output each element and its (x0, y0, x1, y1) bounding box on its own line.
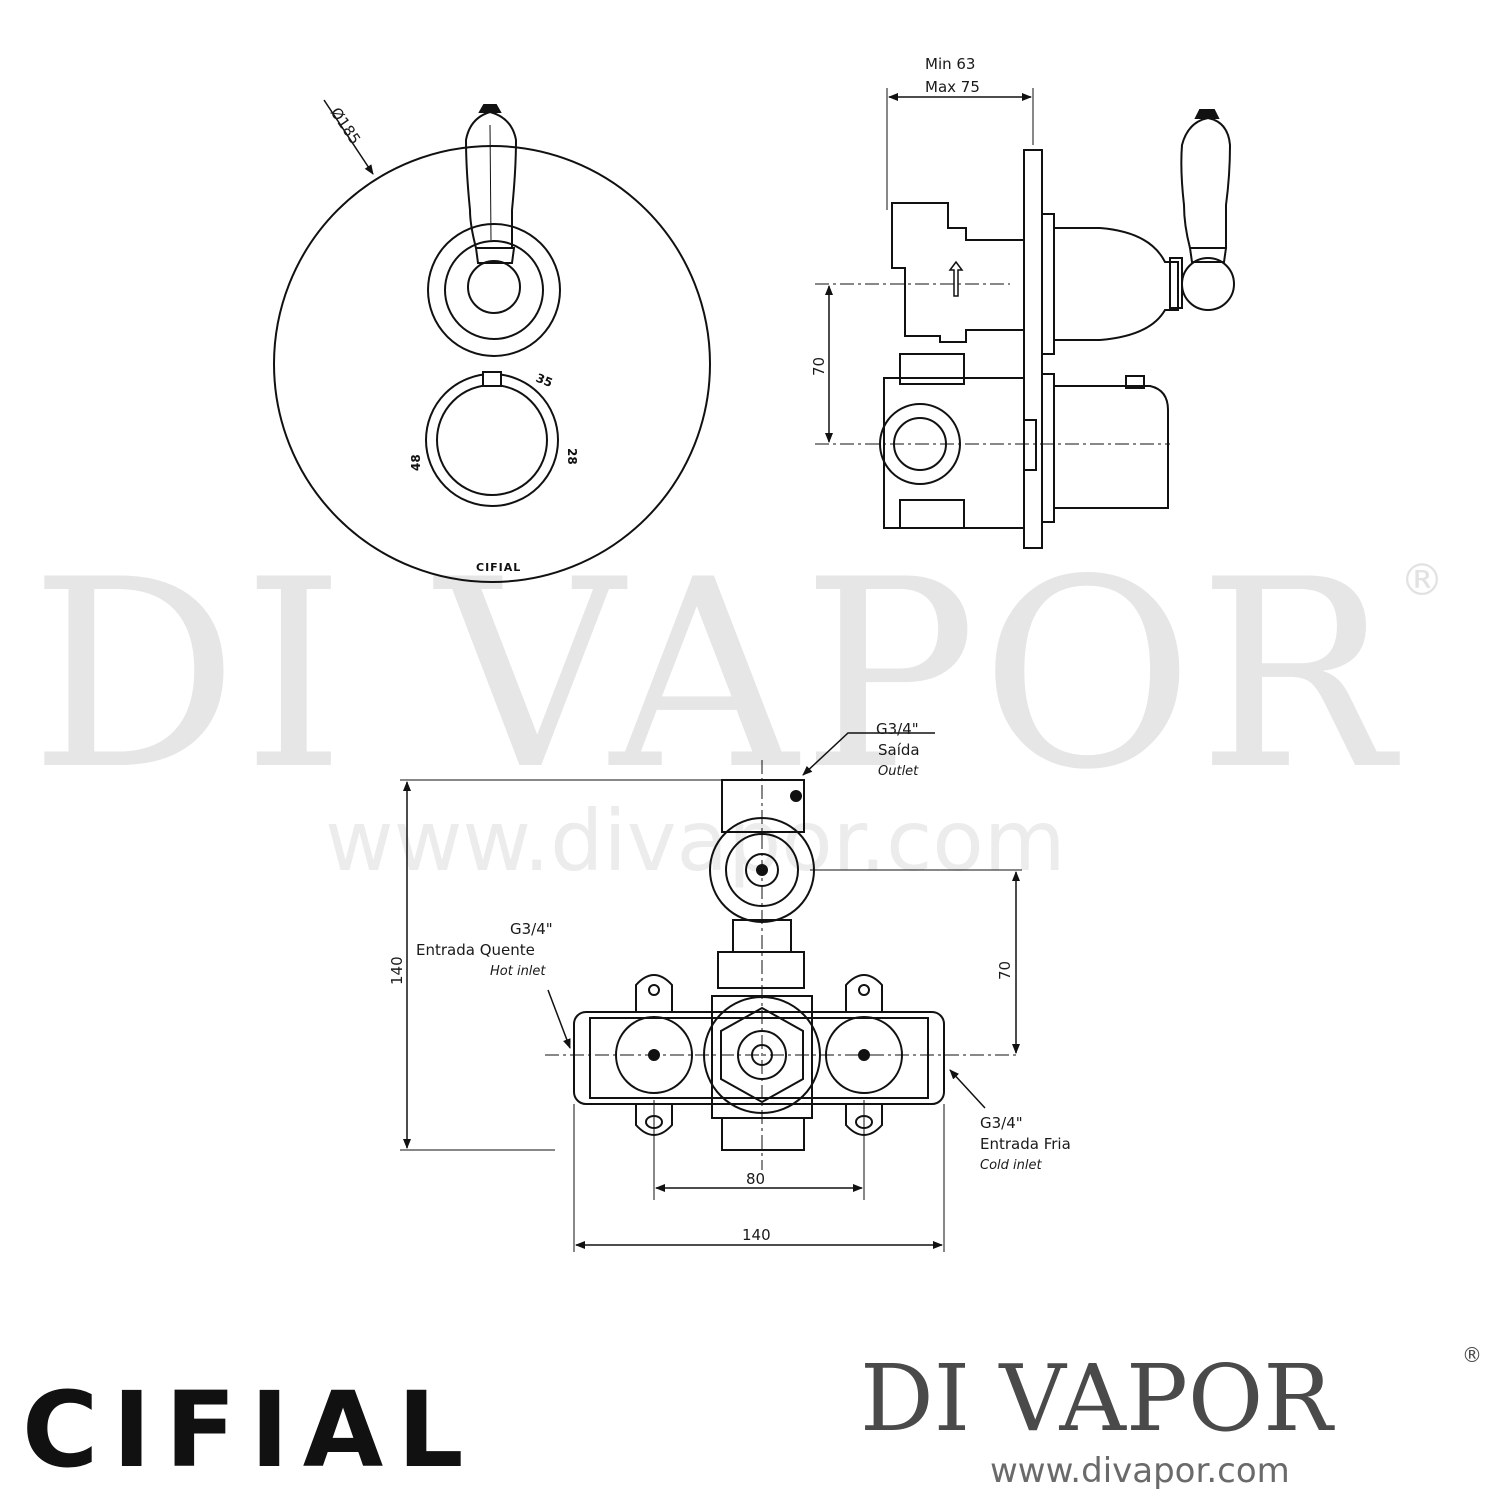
scale-label-35: 35 (534, 371, 555, 390)
cold-inlet-name-en: Cold inlet (980, 1158, 1042, 1173)
outlet-name-en: Outlet (878, 764, 919, 779)
cold-inlet-name-pt: Entrada Fria (980, 1135, 1071, 1153)
thermostat-marker (482, 371, 502, 387)
valve-body-view (400, 732, 1022, 1252)
handle-knob (467, 260, 521, 314)
watermark: DI VAPOR ® www.divapor.com (30, 525, 1444, 890)
side-handle-collar (1188, 247, 1228, 263)
lower-port-outer (879, 403, 961, 485)
side-cover-plate (1023, 149, 1043, 549)
cold-inlet-thread: G3/4" (980, 1114, 1023, 1132)
middle-nut (717, 951, 805, 989)
divapor-registered: ® (1462, 1343, 1482, 1367)
handle-collar (474, 247, 516, 264)
cold-inlet-leader (949, 1069, 986, 1109)
upper-handle-body (1053, 227, 1179, 341)
outlet-leader (802, 732, 935, 776)
mount-lug-top-left (635, 974, 673, 1012)
cifial-logo: CIFIAL (22, 1369, 478, 1491)
mount-lug-top-right (845, 974, 883, 1012)
mount-hole-top-right (858, 984, 870, 996)
width-total-label: 140 (742, 1226, 771, 1244)
outlet-marker (790, 790, 802, 802)
outlet-thread: G3/4" (876, 720, 919, 738)
lower-valve-body (883, 377, 1025, 529)
scale-label-28: 28 (565, 448, 579, 465)
upper-escutcheon (1041, 213, 1055, 355)
depth-max-label: Max 75 (925, 78, 980, 96)
main-body-inner (589, 1017, 929, 1099)
side-handle-knob (1181, 257, 1235, 311)
side-height-label: 70 (810, 357, 828, 376)
outlet-fitting (721, 779, 805, 833)
front-view (273, 99, 711, 583)
lower-port-inner (893, 417, 947, 471)
thermostat-ring-outer (425, 373, 559, 507)
diameter-leader (323, 99, 374, 175)
scale-label-48: 48 (409, 454, 423, 471)
divapor-logo: DI VAPOR (860, 1345, 1335, 1452)
lower-escutcheon (1041, 373, 1055, 523)
thermostat-ring-inner (436, 384, 548, 496)
upper-ring-inner (444, 240, 544, 340)
thermostat-cartridge (1053, 385, 1169, 509)
cover-plate-circle (273, 145, 711, 583)
main-body (573, 1011, 945, 1105)
mount-hole-top-left (648, 984, 660, 996)
watermark-registered: ® (1400, 555, 1444, 606)
side-handle-lever (1180, 116, 1232, 249)
upper-ring-outer (427, 223, 561, 357)
plate-brand-mark: CIFIAL (476, 561, 521, 574)
mixer-hex (720, 1006, 804, 1104)
lower-port-stub (1023, 419, 1037, 471)
handle-highlight (489, 124, 492, 241)
hot-inlet-thread: G3/4" (510, 920, 553, 938)
side-view (815, 88, 1235, 549)
height-total-label: 140 (388, 956, 406, 985)
hot-inlet-name-pt: Entrada Quente (416, 941, 535, 959)
handle-cap-icon (478, 104, 502, 113)
watermark-url: www.divapor.com (325, 792, 1066, 890)
outlet-name-pt: Saída (878, 741, 920, 759)
cartridge-stop (1125, 375, 1145, 389)
watermark-brand: DI VAPOR (30, 525, 1401, 827)
lower-nut (899, 499, 965, 529)
footer: CIFIAL DI VAPOR ® www.divapor.com (22, 1343, 1482, 1491)
bottom-nut (721, 1117, 805, 1151)
flow-arrow-icon (948, 260, 964, 297)
depth-min-label: Min 63 (925, 55, 975, 73)
handle-ring (1169, 257, 1183, 309)
side-handle-cap-icon (1194, 109, 1220, 119)
upper-nut (899, 353, 965, 385)
upper-valve-body (891, 202, 1025, 343)
hot-inlet-name-en: Hot inlet (490, 964, 546, 979)
hot-inlet-leader (547, 989, 571, 1049)
diameter-label: Ø185 (327, 104, 365, 148)
mount-spacing-label: 80 (746, 1170, 765, 1188)
divapor-url: www.divapor.com (990, 1451, 1290, 1491)
outlet-spacing-label: 70 (996, 961, 1014, 980)
